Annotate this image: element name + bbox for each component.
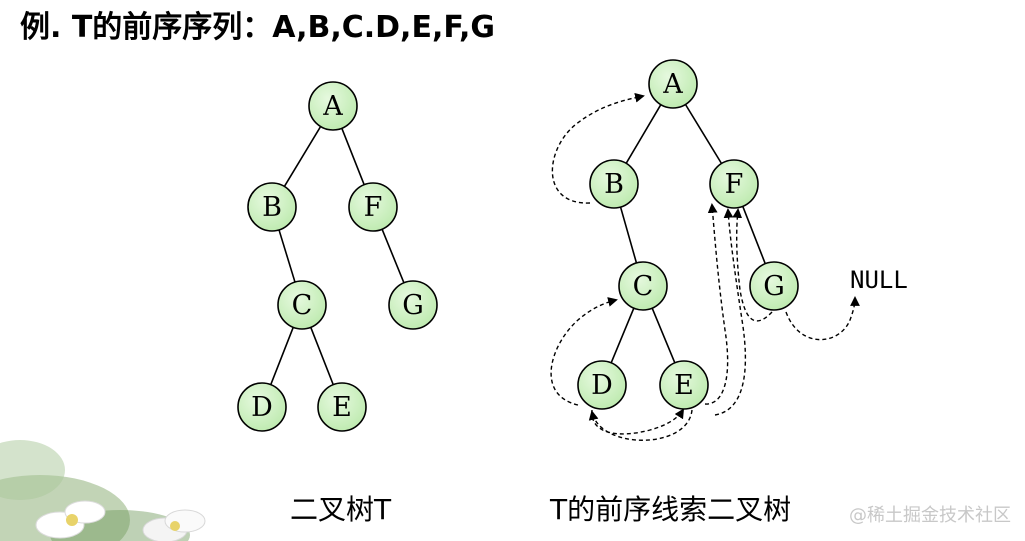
left-edge-f-g xyxy=(381,228,405,284)
right-tree-threads xyxy=(550,92,860,441)
left-node-label: B xyxy=(262,192,282,223)
left-node-c: C xyxy=(277,280,327,330)
right-node-b: B xyxy=(589,159,639,209)
right-node-circle xyxy=(618,261,668,311)
right-node-c: C xyxy=(618,261,668,311)
null-label: NULL xyxy=(850,266,908,294)
left-node-label: F xyxy=(364,192,383,223)
right-edge-c-e xyxy=(651,307,676,364)
left-edge-c-d xyxy=(270,327,294,385)
left-node-circle xyxy=(348,182,398,232)
left-node-circle xyxy=(388,280,438,330)
right-node-label: D xyxy=(591,370,613,401)
left-edge-a-b xyxy=(283,126,322,187)
thread-e-to-f xyxy=(704,203,729,405)
right-node-label: E xyxy=(674,370,694,401)
left-node-circle xyxy=(237,382,287,432)
left-node-circle xyxy=(277,280,327,330)
left-node-label: G xyxy=(402,290,424,321)
right-node-circle xyxy=(648,59,698,109)
right-node-e: E xyxy=(659,360,709,410)
right-tree-nodes: A B F C G D E xyxy=(577,59,799,410)
left-node-circle xyxy=(247,182,297,232)
right-tree-edges xyxy=(610,104,766,364)
left-tree-caption: 二叉树T xyxy=(290,493,392,526)
left-node-label: A xyxy=(322,91,343,122)
left-node-label: C xyxy=(292,290,313,321)
right-node-label: F xyxy=(725,169,744,200)
thread-d-to-c xyxy=(550,297,618,406)
right-node-circle xyxy=(749,261,799,311)
right-tree-caption: T的前序线索二叉树 xyxy=(550,493,792,526)
right-node-label: B xyxy=(604,169,624,200)
right-node-circle xyxy=(589,159,639,209)
thread-g-to-f xyxy=(732,208,773,322)
left-node-e: E xyxy=(317,382,367,432)
left-edge-b-c xyxy=(278,229,296,283)
page-title: 例. T的前序序列：A,B,C.D,E,F,G xyxy=(20,10,496,45)
right-node-circle xyxy=(659,360,709,410)
left-node-circle xyxy=(308,81,358,131)
thread-e-to-d xyxy=(588,409,693,441)
left-tree-nodes: A B F C G D E xyxy=(237,81,438,432)
watermark: @稀土掘金技术社区 xyxy=(849,505,1011,526)
left-node-g: G xyxy=(388,280,438,330)
right-edge-a-b xyxy=(625,104,662,164)
right-edge-f-g xyxy=(742,206,766,264)
left-edge-a-f xyxy=(341,128,365,185)
left-node-b: B xyxy=(247,182,297,232)
right-edge-b-c xyxy=(619,206,638,264)
right-node-label: A xyxy=(662,69,683,100)
left-tree-edges xyxy=(270,126,405,385)
flower-decoration xyxy=(0,440,206,541)
right-node-g: G xyxy=(749,261,799,311)
thread-g-to-null xyxy=(785,296,860,341)
right-node-a: A xyxy=(648,59,698,109)
right-node-circle xyxy=(577,360,627,410)
left-node-label: D xyxy=(251,392,273,423)
right-edge-a-f xyxy=(684,104,723,164)
left-node-a: A xyxy=(308,81,358,131)
right-node-label: C xyxy=(633,271,654,302)
right-node-circle xyxy=(709,159,759,209)
left-node-d: D xyxy=(237,382,287,432)
left-node-label: E xyxy=(332,392,352,423)
left-edge-c-e xyxy=(310,327,334,385)
right-node-d: D xyxy=(577,360,627,410)
right-edge-c-d xyxy=(610,307,635,364)
left-node-f: F xyxy=(348,182,398,232)
thread-e-to-f-outer xyxy=(714,208,747,416)
right-node-label: G xyxy=(763,271,785,302)
left-node-circle xyxy=(317,382,367,432)
thread-b-to-a xyxy=(551,92,645,204)
thread-d-to-e xyxy=(591,408,685,435)
right-node-f: F xyxy=(709,159,759,209)
